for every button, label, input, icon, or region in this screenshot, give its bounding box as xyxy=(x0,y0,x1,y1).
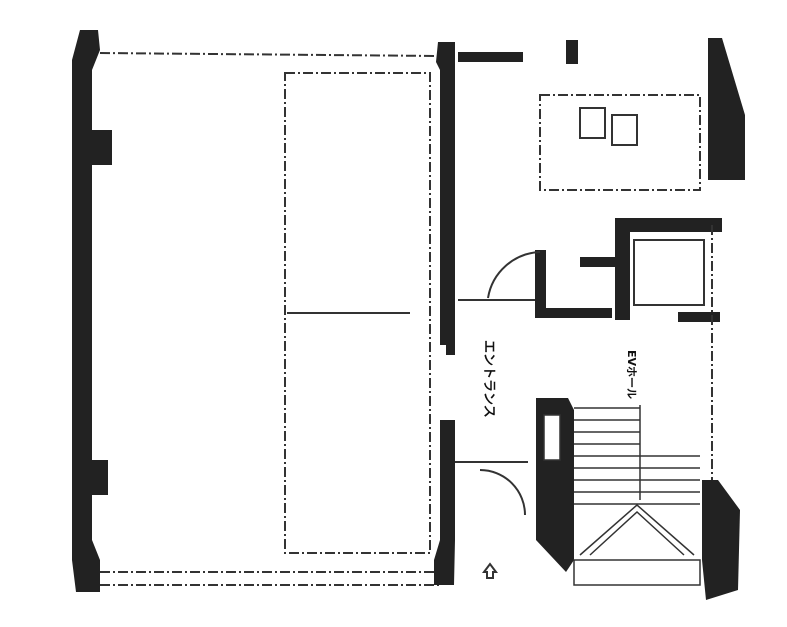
pillar-opening xyxy=(543,414,561,461)
fixture-1 xyxy=(579,107,606,139)
elevator-car xyxy=(633,239,705,306)
restroom-outline xyxy=(539,94,701,191)
office-area xyxy=(72,30,455,592)
shaft-bar xyxy=(580,257,625,267)
top-column xyxy=(566,40,578,64)
left-exterior-wall xyxy=(72,30,112,592)
door-swing-1 xyxy=(487,251,541,299)
entrance-label: エントランス xyxy=(481,340,496,418)
center-wall xyxy=(436,42,455,355)
top-window-line xyxy=(99,52,441,57)
right-upper-column xyxy=(708,38,745,180)
shaft-wall xyxy=(535,250,612,318)
core-area xyxy=(455,38,745,600)
top-beam xyxy=(458,52,523,62)
ev-hall-label: EVホール xyxy=(625,350,638,399)
inner-room-outline xyxy=(284,72,431,554)
center-wall-lower xyxy=(434,420,455,585)
staircase xyxy=(573,405,701,586)
right-lower-column xyxy=(702,480,740,600)
entrance-arrow-icon xyxy=(482,562,498,579)
door-swing-2 xyxy=(479,469,526,516)
fixture-2 xyxy=(611,114,638,146)
ev-hall-bar xyxy=(678,312,720,322)
